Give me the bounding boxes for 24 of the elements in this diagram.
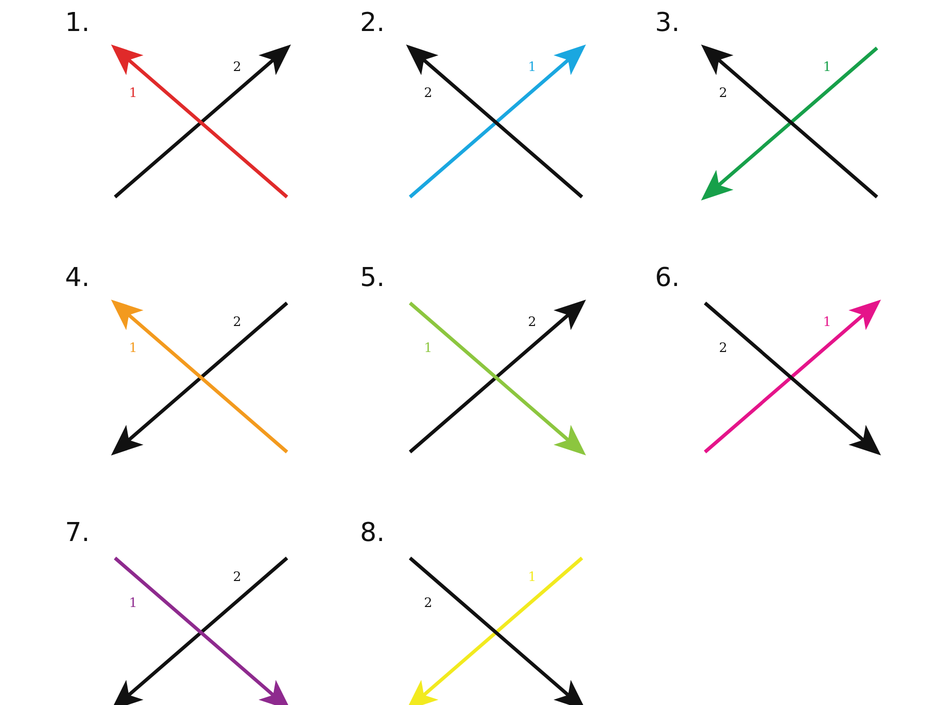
- panel-number: 7.: [65, 520, 90, 546]
- panel-number: 3.: [655, 10, 680, 36]
- arrow-number: 1: [823, 61, 832, 74]
- arrow-number: 1: [823, 316, 832, 329]
- panel-number: 4.: [65, 265, 90, 291]
- arrow-number: 2: [424, 597, 432, 610]
- arrow-number: 1: [528, 571, 536, 584]
- arrow-number: 1: [129, 87, 138, 100]
- arrow-number: 2: [233, 61, 242, 74]
- arrow-number: 2: [719, 342, 728, 355]
- arrow-number: 2: [233, 571, 242, 584]
- arrow-number: 2: [424, 87, 432, 100]
- panel-number: 1.: [65, 10, 90, 36]
- panel-number: 5.: [360, 265, 385, 291]
- panel-number: 6.: [655, 265, 680, 291]
- arrow-number: 2: [233, 316, 242, 329]
- arrow-number: 2: [528, 316, 536, 329]
- panel-number: 2.: [360, 10, 385, 36]
- arrow-number: 1: [129, 342, 138, 355]
- arrow-number: 1: [424, 342, 432, 355]
- arrow-number: 2: [719, 87, 728, 100]
- arrow-number: 1: [129, 597, 138, 610]
- panel-number: 8.: [360, 520, 385, 546]
- arrow-number: 1: [528, 61, 536, 74]
